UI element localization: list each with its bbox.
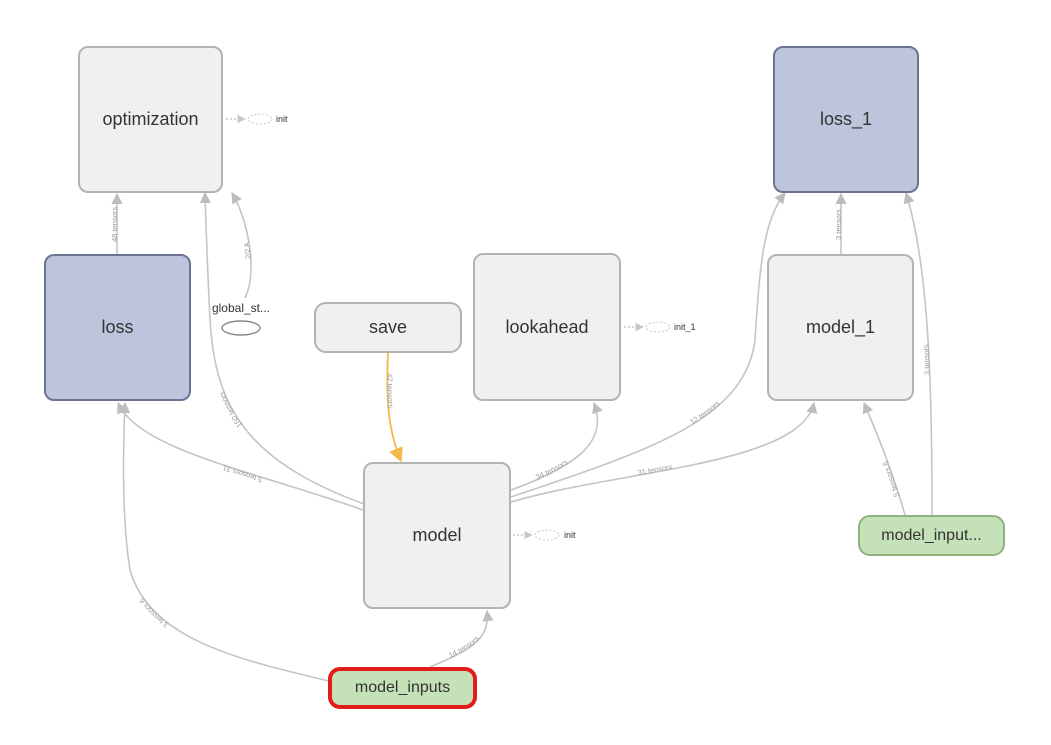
node-save[interactable]: save xyxy=(314,302,462,353)
edge-model-inputs-to-model[interactable] xyxy=(429,609,494,668)
node-loss-1-label: loss_1 xyxy=(819,109,873,129)
edge-label-loss-to-optimization: 48 tensors xyxy=(110,207,119,242)
node-loss[interactable]: loss xyxy=(44,254,191,401)
node-model-inputs[interactable]: model_inputs xyxy=(328,667,477,709)
edge-label-input-to-loss-1: 3 tensors xyxy=(921,344,932,375)
edge-label-global-step: 2/2 A xyxy=(242,241,253,259)
node-save-label: save xyxy=(368,317,408,337)
model-init-label: init xyxy=(564,530,576,540)
node-model-input-truncated[interactable]: model_input... xyxy=(858,515,1005,556)
edge-global-step-to-optimization[interactable] xyxy=(231,192,252,299)
model-init-connector[interactable]: init xyxy=(513,529,576,541)
node-model-1[interactable]: model_1 xyxy=(767,254,914,401)
edge-model-to-model-1[interactable] xyxy=(510,401,818,503)
optimization-init-connector[interactable]: init xyxy=(226,113,288,125)
node-model-input-truncated-label: model_input... xyxy=(881,526,982,544)
lookahead-init-label: init_1 xyxy=(674,322,696,332)
edge-label-model-to-lookahead: 34 tensors xyxy=(534,457,569,481)
node-lookahead-label: lookahead xyxy=(505,316,589,337)
edge-label-model-to-loss: 5 tensors 31 xyxy=(221,463,263,484)
edge-label-model-inputs-to-model: 14 tensors xyxy=(447,634,481,660)
node-model-1-label: model_1 xyxy=(805,317,876,337)
lookahead-init-connector[interactable]: init_1 xyxy=(624,321,696,333)
edge-save-to-model[interactable] xyxy=(386,352,403,463)
edge-label-input-to-model-1: 5 tensors 6 xyxy=(881,460,902,498)
edge-label-model-inputs-to-loss: 3 tensors 6 xyxy=(137,597,170,630)
edge-model-to-optimization[interactable] xyxy=(199,191,368,506)
node-model[interactable]: model xyxy=(363,462,511,609)
node-model-inputs-label: model_inputs xyxy=(354,679,451,696)
edge-model-to-loss-1[interactable] xyxy=(510,192,786,498)
global-step-label: global_st... xyxy=(212,301,270,315)
node-model-label: model xyxy=(412,525,462,545)
edge-model-to-loss[interactable] xyxy=(117,401,364,511)
optimization-init-label: init xyxy=(276,114,288,124)
edge-label-model-to-model-1: 31 tensors xyxy=(637,462,673,477)
edge-label-model-to-optimization: 150 tensors xyxy=(217,390,244,429)
node-optimization-label: optimization xyxy=(102,109,199,129)
edge-label-model-1-to-loss-1: 3 tensors xyxy=(834,209,843,240)
edge-model-to-lookahead[interactable] xyxy=(510,401,603,491)
edge-input-to-model-1[interactable] xyxy=(862,401,906,516)
node-lookahead[interactable]: lookahead xyxy=(473,253,621,401)
node-global-step[interactable]: global_st... xyxy=(212,301,270,336)
node-optimization[interactable]: optimization xyxy=(78,46,223,193)
edge-input-to-loss-1[interactable] xyxy=(903,191,933,516)
edge-label-model-to-loss-1: 12 tensors xyxy=(688,399,721,427)
edge-model-inputs-to-loss[interactable] xyxy=(118,401,334,683)
node-loss-1[interactable]: loss_1 xyxy=(773,46,919,193)
node-loss-label: loss xyxy=(101,317,134,337)
edge-label-save-to-model: 42 tensors xyxy=(385,373,395,408)
